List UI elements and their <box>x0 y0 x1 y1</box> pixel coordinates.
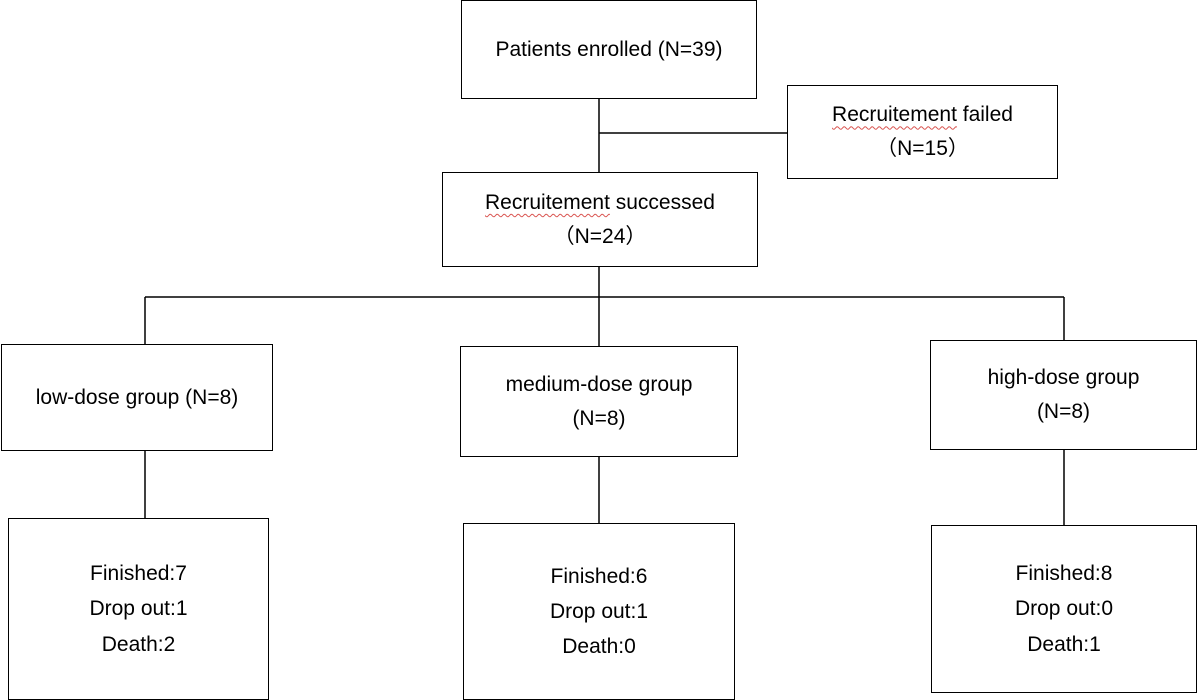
success-title: Recruitement successed <box>485 186 715 220</box>
medium-dose-group-box: medium-dose group (N=8) <box>460 346 738 457</box>
enrolled-box: Patients enrolled (N=39) <box>461 0 757 99</box>
high-dose-dropout: Drop out:0 <box>1014 597 1114 621</box>
recruitment-success-box: Recruitement successed （N=24） <box>442 172 758 267</box>
success-word: Recruitement <box>485 190 610 214</box>
high-dose-count: (N=8) <box>1036 400 1091 423</box>
medium-dose-label: medium-dose group <box>505 372 693 396</box>
medium-dose-death: Death:0 <box>562 635 636 659</box>
high-dose-outcome-box: Finished:8 Drop out:0 Death:1 <box>931 525 1197 693</box>
enrolled-label: Patients enrolled (N=39) <box>495 37 723 61</box>
low-dose-dropout: Drop out:1 <box>89 597 188 621</box>
medium-dose-dropout: Drop out:1 <box>549 599 649 623</box>
high-dose-label: high-dose group <box>987 366 1140 390</box>
failed-word: Recruitement <box>832 103 957 127</box>
success-count: （N=24） <box>553 224 647 248</box>
medium-dose-finished: Finished:6 <box>550 564 648 588</box>
failed-rest: failed <box>956 103 1013 127</box>
failed-title: Recruitement failed <box>832 98 1013 132</box>
high-dose-group-box: high-dose group (N=8) <box>930 340 1197 450</box>
low-dose-outcome-box: Finished:7 Drop out:1 Death:2 <box>8 518 269 700</box>
high-dose-death: Death:1 <box>1027 632 1101 656</box>
high-dose-finished: Finished:8 <box>1015 562 1113 586</box>
failed-count: （N=15） <box>876 137 969 160</box>
medium-dose-outcome-box: Finished:6 Drop out:1 Death:0 <box>463 523 735 700</box>
low-dose-group-box: low-dose group (N=8) <box>1 344 273 451</box>
low-dose-label: low-dose group (N=8) <box>35 385 239 409</box>
success-rest: successed <box>609 190 715 214</box>
low-dose-finished: Finished:7 <box>90 562 187 586</box>
low-dose-death: Death:2 <box>101 632 176 656</box>
recruitment-failed-box: Recruitement failed （N=15） <box>787 85 1058 179</box>
medium-dose-count: (N=8) <box>572 406 626 430</box>
